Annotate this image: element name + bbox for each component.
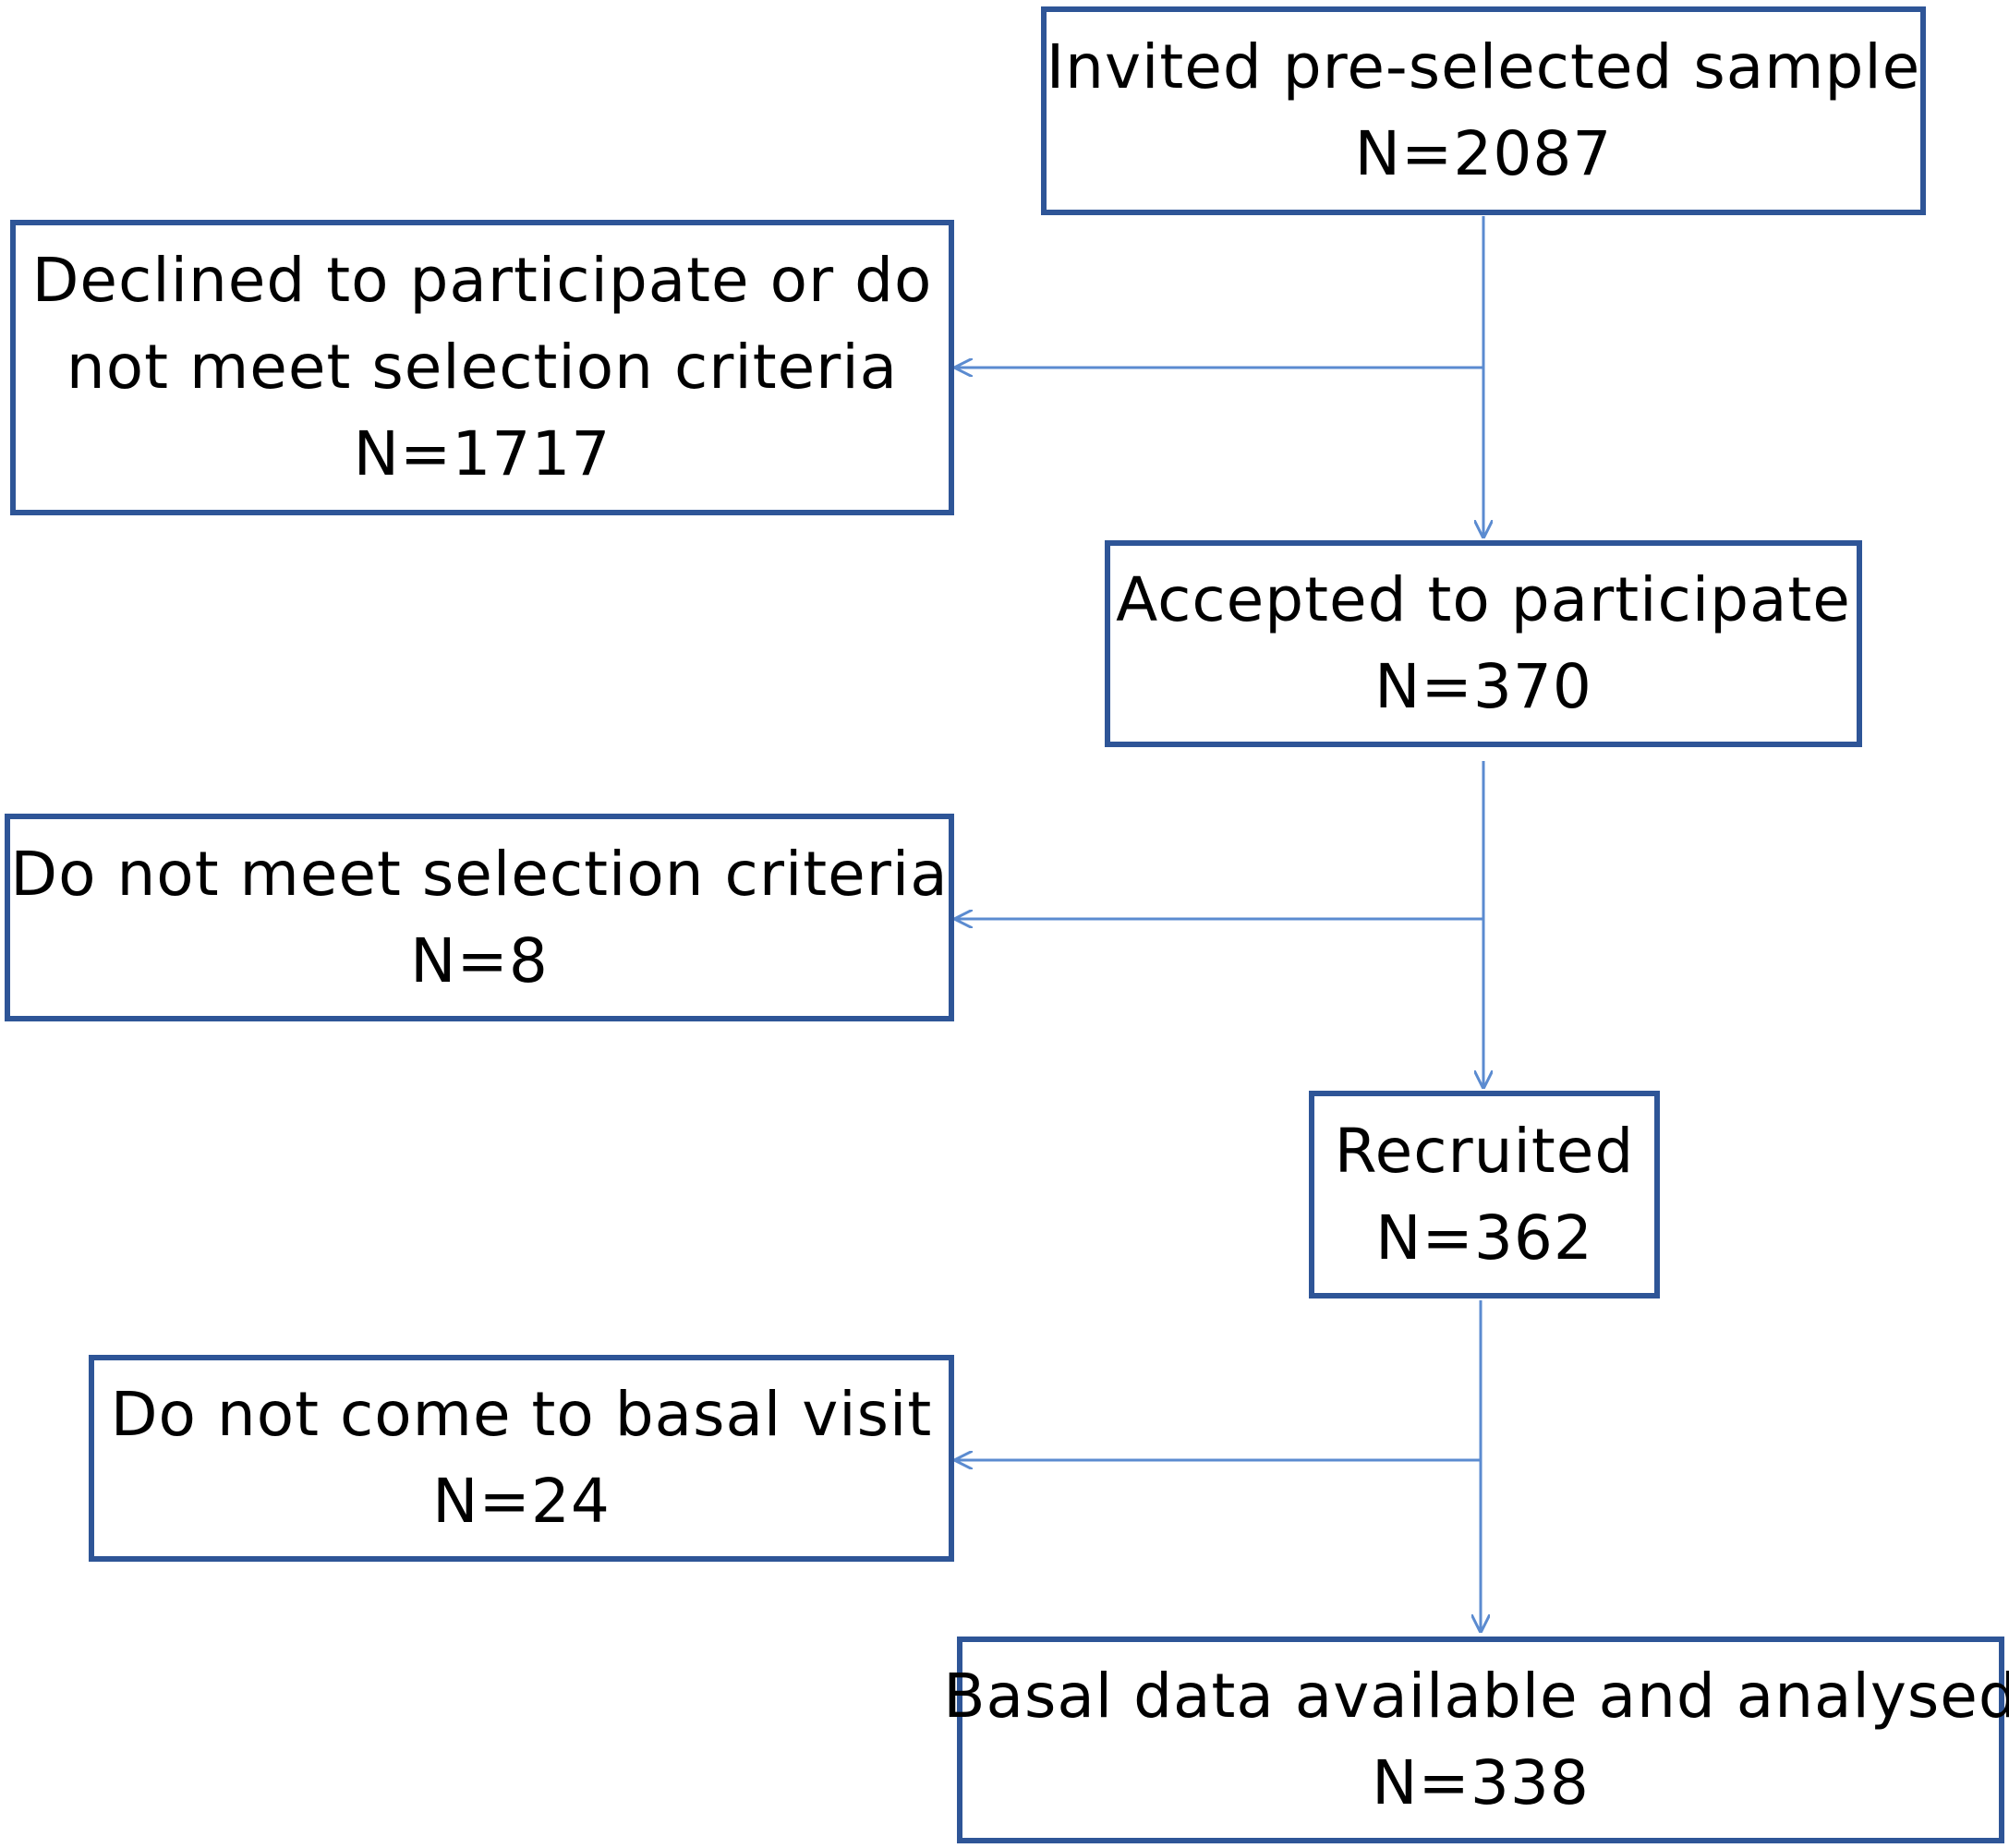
not-meet-criteria-count: N=8 [410,924,549,996]
analysed-count: N=338 [1372,1747,1590,1818]
not-meet-criteria-box: Do not meet selection criteria N=8 [5,814,954,1021]
accepted-count: N=370 [1374,651,1592,722]
no-basal-visit-box: Do not come to basal visit N=24 [89,1355,954,1562]
accepted-box: Accepted to participate N=370 [1105,540,1862,747]
invited-sample-box: Invited pre-selected sample N=2087 [1041,6,1926,215]
analysed-label: Basal data available and analysed [943,1661,2009,1732]
no-basal-visit-count: N=24 [432,1466,611,1537]
not-meet-criteria-label: Do not meet selection criteria [10,838,949,910]
recruited-box: Recruited N=362 [1309,1091,1660,1298]
declined-count: N=1717 [353,418,611,489]
no-basal-visit-label: Do not come to basal visit [110,1379,933,1450]
recruited-label: Recruited [1334,1115,1635,1187]
analysed-box: Basal data available and analysed N=338 [943,1637,2009,1843]
invited-sample-count: N=2087 [1354,118,1613,189]
declined-box: Declined to participate or do not meet s… [10,220,954,515]
declined-label-line1: Declined to participate or do [31,245,933,316]
accepted-label: Accepted to participate [1116,564,1851,635]
declined-label-line2: not meet selection criteria [66,332,899,403]
invited-sample-label: Invited pre-selected sample [1046,31,1921,103]
recruited-count: N=362 [1375,1202,1593,1274]
